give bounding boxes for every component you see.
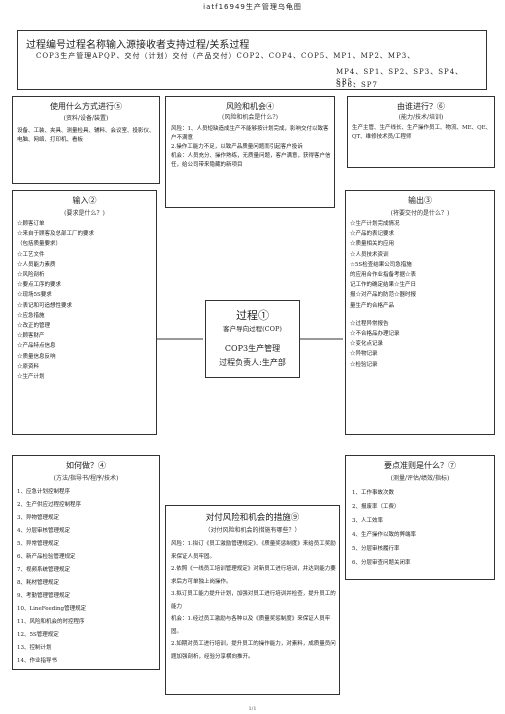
list-item: ☆异物记录 (350, 351, 378, 358)
list-item: ☆变化点记录 (350, 341, 384, 348)
list-item: 2、报废率（工费） (352, 504, 400, 510)
list-item: ☆风险剖析 (17, 272, 45, 279)
tools-title: 使用什么方式进行⑤ (50, 102, 122, 111)
header-title: 过程编号过程名称输入源接收者支持过程/关系过程 (26, 40, 250, 51)
measures-body: 风险：1.拟订《员工激励管理规定》、《质量奖惩制度》来给员工奖励来保证人员牢固。… (171, 541, 336, 660)
list-item: 13、控制计划 (17, 645, 52, 651)
list-item: 3、人工效率 (352, 518, 383, 524)
input-title: 输入② (72, 196, 97, 205)
risk-subtitle: (风险和机会是什么?) (222, 114, 278, 121)
list-item: 5、分层审核履行率 (352, 546, 400, 552)
process-title: 过程① (236, 309, 269, 322)
list-item: ☆应急措施 (17, 312, 45, 319)
how-box: 如何做？④ (方法/指导书/程序/技术) 1、应急计划控制程序 2、生产供应过程… (12, 455, 160, 670)
list-item: ☆表记和可追想性要求 (17, 302, 73, 309)
list-item: 14、作业指导书 (17, 658, 57, 664)
list-item: 2、生产供应过程控制程序 (17, 502, 82, 508)
list-item: ☆质量信息反响 (17, 353, 56, 360)
process-subtitle: 客户导向过程(COP) (223, 325, 282, 333)
list-item: ☆顾客订单 (17, 221, 45, 227)
output-title: 输出③ (408, 196, 432, 205)
input-list: ☆顾客订单 ☆来自于顾客及总部工厂的要求 （包括质量要求） ☆工艺文件 ☆人员能… (17, 219, 94, 382)
list-item: 6、新产品检验管理规定 (17, 554, 76, 560)
list-item: ☆来自于顾客及总部工厂的要求 (17, 231, 95, 238)
process-box: 过程① 客户导向过程(COP) COP3生产管理 过程负责人:生产部 (205, 300, 300, 378)
list-item: 10、LineFeeding管理规定 (17, 606, 87, 612)
who-subtitle: (能力/技术/培训) (398, 114, 444, 121)
process-owner: 过程负责人:生产部 (219, 358, 286, 367)
header-box: 过程编号过程名称输入源接收者支持过程/关系过程 COP3生产管理APQP、交付（… (17, 30, 487, 90)
output-box: 输出③ (将要交付的是什么？) ☆生产计划完成情况 ☆产品的表记要求 ☆质量相关… (345, 190, 495, 435)
list-item: 4、分层审核管理规定 (17, 528, 70, 534)
list-item: ☆原资料 (17, 363, 40, 370)
page-number: 1/1 (248, 706, 257, 712)
list-item: ☆不合格品办理记录 (350, 331, 400, 338)
list-item: 7、视频系统管理规定 (17, 567, 70, 573)
risk-title: 风险和机会④ (226, 102, 274, 111)
measures-box: 对付风险和机会的措施⑨ （对付风险和机会的措施有哪些？） 风险：1.拟订《员工激… (165, 505, 340, 695)
measures-subtitle: （对付风险和机会的措施有哪些？） (204, 527, 301, 534)
list-item: 9、考勤管理管理规定 (17, 593, 70, 599)
who-box: 由谁进行？⑥ (能力/技术/培训) 生产主管、生产线长、生产操作员工、物流、ME… (347, 96, 495, 168)
list-item: ☆现场5S要求 (17, 292, 52, 299)
header-line-3: SP6、SP7 (336, 81, 378, 89)
tools-body: 设备、工装、夹具、测量检具、辅料、会议室、投影仪、电脑、网络、打印机、看板 (17, 128, 155, 143)
list-item: ☆产品特点信息 (17, 343, 56, 350)
list-item: ☆生产计划 (17, 374, 45, 381)
list-item: 11、风险和机会的时控程序 (17, 619, 85, 625)
header-line-1: COP3生产管理APQP、交付（计划）交付（产品交付）COP2、COP4、COP… (36, 52, 416, 60)
output-subtitle: (将要交付的是什么？) (390, 210, 450, 217)
tools-subtitle: (资料/设备/装置) (63, 115, 109, 122)
who-title: 由谁进行？⑥ (397, 102, 445, 111)
list-item: 的应用合作业指备考据☆表 (350, 272, 417, 279)
input-subtitle: (要求是什么？) (64, 210, 105, 217)
list-item: 8、耗材管理规定 (17, 580, 59, 586)
list-item: 6、分层审查问题关闭率 (352, 560, 411, 566)
tools-box: 使用什么方式进行⑤ (资料/设备/装置) 设备、工装、夹具、测量检具、辅料、会议… (12, 96, 160, 184)
kpi-box: 要点准则是什么？⑦ (测量/评估/绩效/指标) 1、工作事故次数 2、报废率（工… (345, 455, 495, 580)
list-item: ☆工艺文件 (17, 251, 45, 258)
output-list: ☆生产计划完成情况 ☆产品的表记要求 ☆质量相关的应用 ☆人员技术资训 ☆5S检… (350, 219, 416, 370)
how-subtitle: (方法/指导书/程序/技术) (53, 475, 119, 482)
list-item: ☆人员技术资训 (350, 251, 389, 258)
list-item: 记工作的确定结果☆生产日 (350, 282, 417, 289)
list-item: ☆质量相关的应用 (350, 241, 395, 248)
list-item: ☆5S检查结果公司急措施 (350, 261, 412, 268)
list-item: ☆产品的表记要求 (350, 231, 395, 238)
kpi-list: 1、工作事故次数 2、报废率（工费） 3、人工效率 4、生产操作以致的弊端率 5… (352, 486, 416, 570)
list-item: ☆人员能力素质 (17, 261, 56, 268)
kpi-subtitle: (测量/评估/绩效/指标) (390, 475, 450, 482)
list-item: ☆要点工序的要求 (17, 282, 62, 289)
list-item: 4、生产操作以致的弊端率 (352, 532, 417, 538)
list-item: ☆过程异常报告 (350, 320, 389, 327)
header-line-2: MP4、SP1、SP2、SP3、SP4、SP5、 (336, 68, 464, 86)
who-body: 生产主管、生产线长、生产操作员工、物流、ME、QE、QT、维修技术员/工程师 (352, 125, 492, 140)
list-item: 报☆对产品的防范☆器时报 (350, 292, 417, 299)
measures-title: 对付风险和机会的措施⑨ (205, 513, 300, 523)
list-item: ☆顾客财产 (17, 333, 45, 340)
how-title: 如何做？④ (66, 461, 106, 470)
document-title: iatf16949生产管理乌龟图 (203, 3, 302, 11)
process-name: COP3生产管理 (224, 344, 281, 353)
list-item: 1、工作事故次数 (352, 490, 394, 496)
list-item: （包括质量要求） (17, 241, 62, 248)
list-item: ☆检验记录 (350, 361, 378, 368)
list-item: ☆生产计划完成情况 (350, 221, 400, 227)
how-list: 1、应急计划控制程序 2、生产供应过程控制程序 3、异物管理规定 4、分层审核管… (17, 486, 86, 668)
risk-box: 风险和机会④ (风险和机会是什么?) 风险：1、人员短缺造成生产不能够按计划完成… (165, 96, 335, 208)
list-item: 3、异物管理规定 (17, 515, 59, 521)
list-item: 12、5S管理规定 (17, 632, 59, 638)
list-item: 量生产的合格产品 (350, 302, 395, 309)
list-item: 1、应急计划控制程序 (17, 489, 70, 495)
input-box: 输入② (要求是什么？) ☆顾客订单 ☆来自于顾客及总部工厂的要求 （包括质量要… (12, 190, 157, 435)
risk-body: 风险：1、人员短缺造成生产不能够按计划完成，影响交付以致客户不满意 2.操作工能… (171, 126, 331, 168)
list-item: ☆改正的管理 (17, 323, 51, 330)
kpi-title: 要点准则是什么？⑦ (384, 461, 456, 470)
list-item: 5、异常管理规定 (17, 541, 59, 547)
